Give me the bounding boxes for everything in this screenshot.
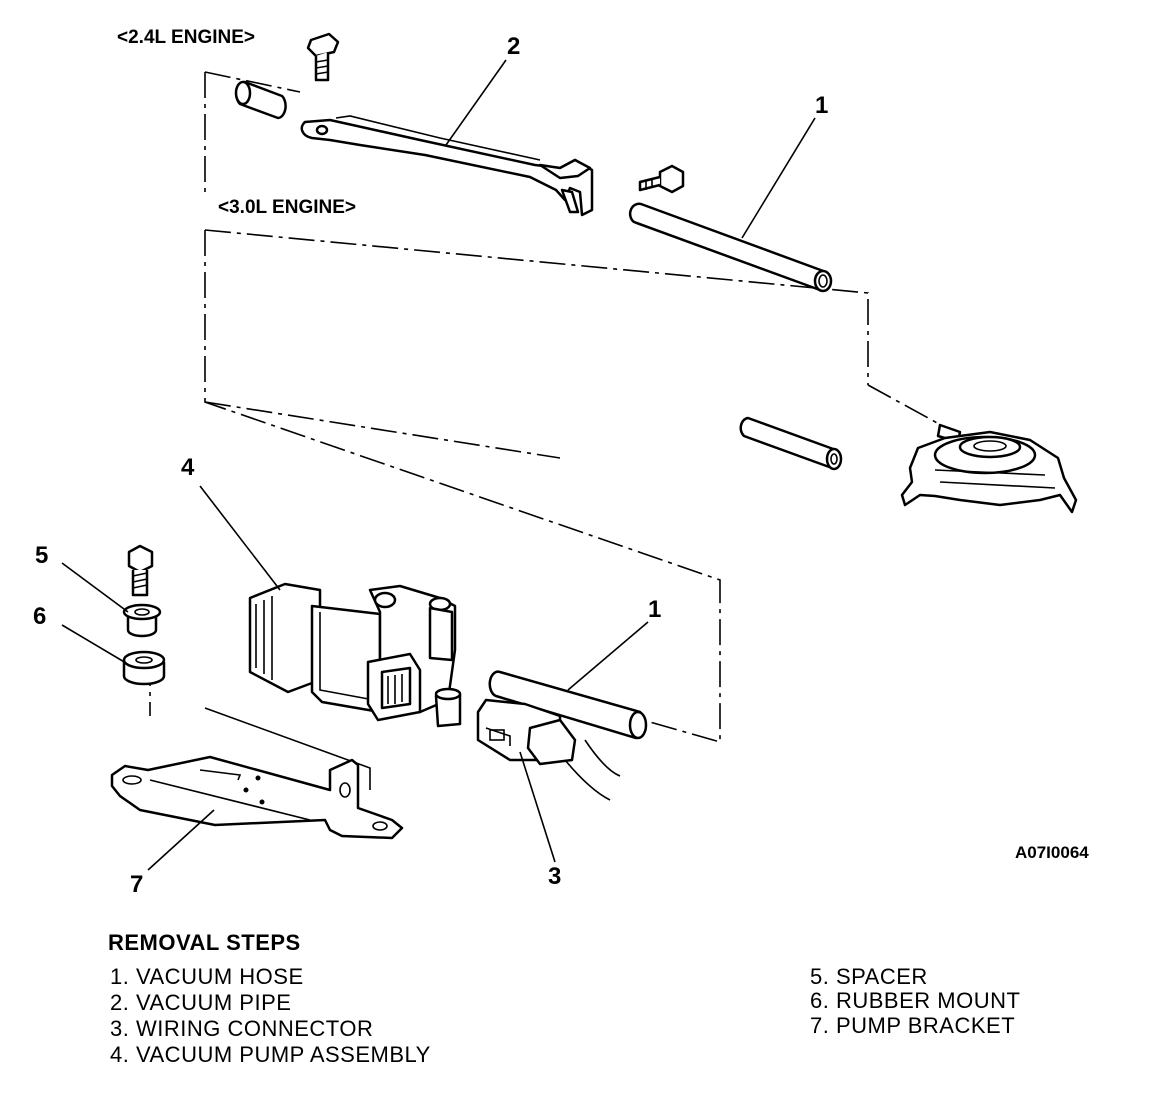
step-3: 3. WIRING CONNECTOR (110, 1016, 374, 1041)
figure-code: A07I0064 (1015, 843, 1089, 862)
engine-30-label: <3.0L ENGINE> (218, 197, 356, 218)
callout-5: 5 (35, 542, 48, 569)
vacuum-pipe (300, 115, 594, 217)
step-6: 6. RUBBER MOUNT (810, 988, 1021, 1013)
vacuum-hose-middle (739, 416, 843, 471)
vacuum-pump-assembly (248, 582, 462, 728)
leader-lines (61, 59, 816, 871)
top-hose-spacer (234, 80, 287, 120)
engine-24-label: <2.4L ENGINE> (117, 27, 255, 48)
step-4: 4. VACUUM PUMP ASSEMBLY (110, 1042, 431, 1067)
top-bolt (306, 32, 340, 82)
wiring-connector (476, 698, 621, 801)
step-2: 2. VACUUM PIPE (110, 990, 292, 1015)
pipe-bolt (638, 164, 685, 194)
pump-bracket (110, 707, 404, 840)
callout-6: 6 (33, 603, 46, 630)
callout-1-bottom: 1 (648, 596, 661, 623)
callout-3: 3 (548, 863, 561, 890)
vacuum-hose-bottom (488, 670, 648, 740)
brake-booster-part (900, 423, 1078, 514)
callout-4: 4 (181, 454, 195, 481)
callout-1-top: 1 (815, 92, 828, 119)
step-7: 7. PUMP BRACKET (810, 1013, 1016, 1038)
step-5: 5. SPACER (810, 964, 928, 989)
step-1: 1. VACUUM HOSE (110, 964, 304, 989)
mount-bolt (127, 544, 154, 597)
rubber-mount (122, 650, 166, 686)
callout-2: 2 (507, 33, 520, 60)
removal-steps-heading: REMOVAL STEPS (108, 930, 301, 955)
callout-7: 7 (130, 871, 143, 898)
vacuum-hose-top (628, 202, 833, 293)
spacer (122, 603, 162, 638)
